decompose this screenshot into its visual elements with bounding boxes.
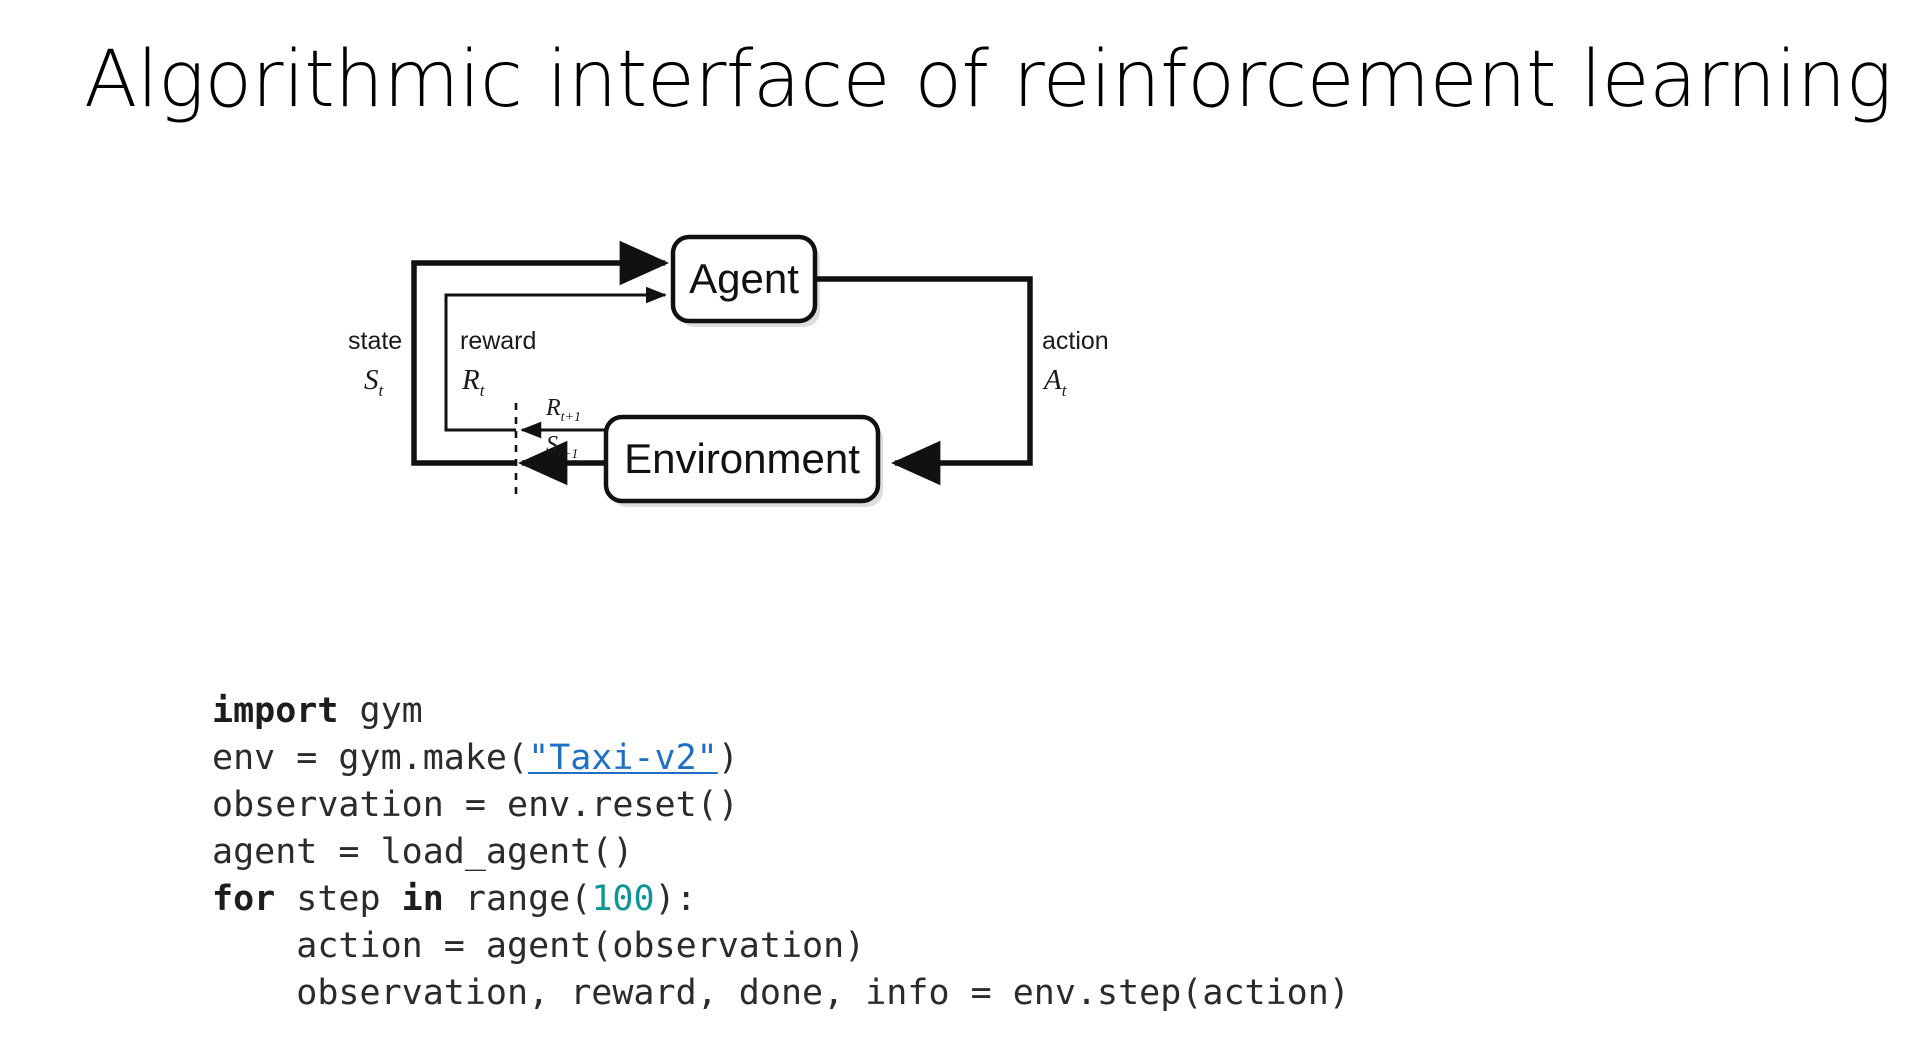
state-label: state [348, 327, 402, 355]
agent-box-label: Agent [689, 255, 799, 302]
code-keyword: import [212, 691, 339, 731]
reward-label: reward [460, 327, 536, 355]
page-title: Algorithmic interface of reinforcement l… [84, 35, 1892, 125]
code-text: observation, reward, done, info = env.st… [212, 973, 1350, 1013]
code-text: ) [717, 738, 739, 778]
environment-box: Environment [603, 414, 881, 504]
state-next-symbol: St+1 [546, 432, 578, 462]
code-text: range( [443, 879, 592, 919]
code-number-literal: 100 [591, 879, 655, 919]
reward-next-symbol: Rt+1 [545, 395, 581, 425]
reward-symbol: Rt [461, 364, 486, 400]
code-line: agent = load_agent() [212, 829, 1350, 876]
code-line: env = gym.make("Taxi-v2") [212, 735, 1350, 782]
action-label: action [1042, 327, 1109, 355]
action-path [815, 276, 1033, 486]
code-line: observation = env.reset() [212, 782, 1350, 829]
action-symbol: At [1042, 364, 1068, 400]
code-text: agent = load_agent() [212, 832, 634, 872]
code-line: observation, reward, done, info = env.st… [212, 970, 1350, 1017]
reward-feedback-path [444, 286, 667, 432]
code-hyperlink-taxi-v2[interactable]: "Taxi-v2" [528, 738, 718, 778]
code-line: for step in range(100): [212, 876, 1350, 923]
state-feedback-path [411, 240, 670, 466]
code-text: action = agent(observation) [212, 926, 866, 966]
state-symbol: St [364, 364, 385, 400]
code-line: action = agent(observation) [212, 923, 1350, 970]
environment-box-label: Environment [624, 435, 860, 482]
agent-box: Agent [670, 234, 818, 324]
code-text: observation = env.reset() [212, 785, 739, 825]
code-keyword: for [212, 879, 276, 919]
agent-environment-diagram: Agent Environment state [330, 215, 1390, 525]
code-text: ): [654, 879, 697, 919]
code-keyword: in [401, 879, 444, 919]
code-text: gym [338, 691, 423, 731]
code-text: env = gym.make( [212, 738, 529, 778]
code-line: import gym [212, 688, 1350, 735]
code-text: step [275, 879, 402, 919]
